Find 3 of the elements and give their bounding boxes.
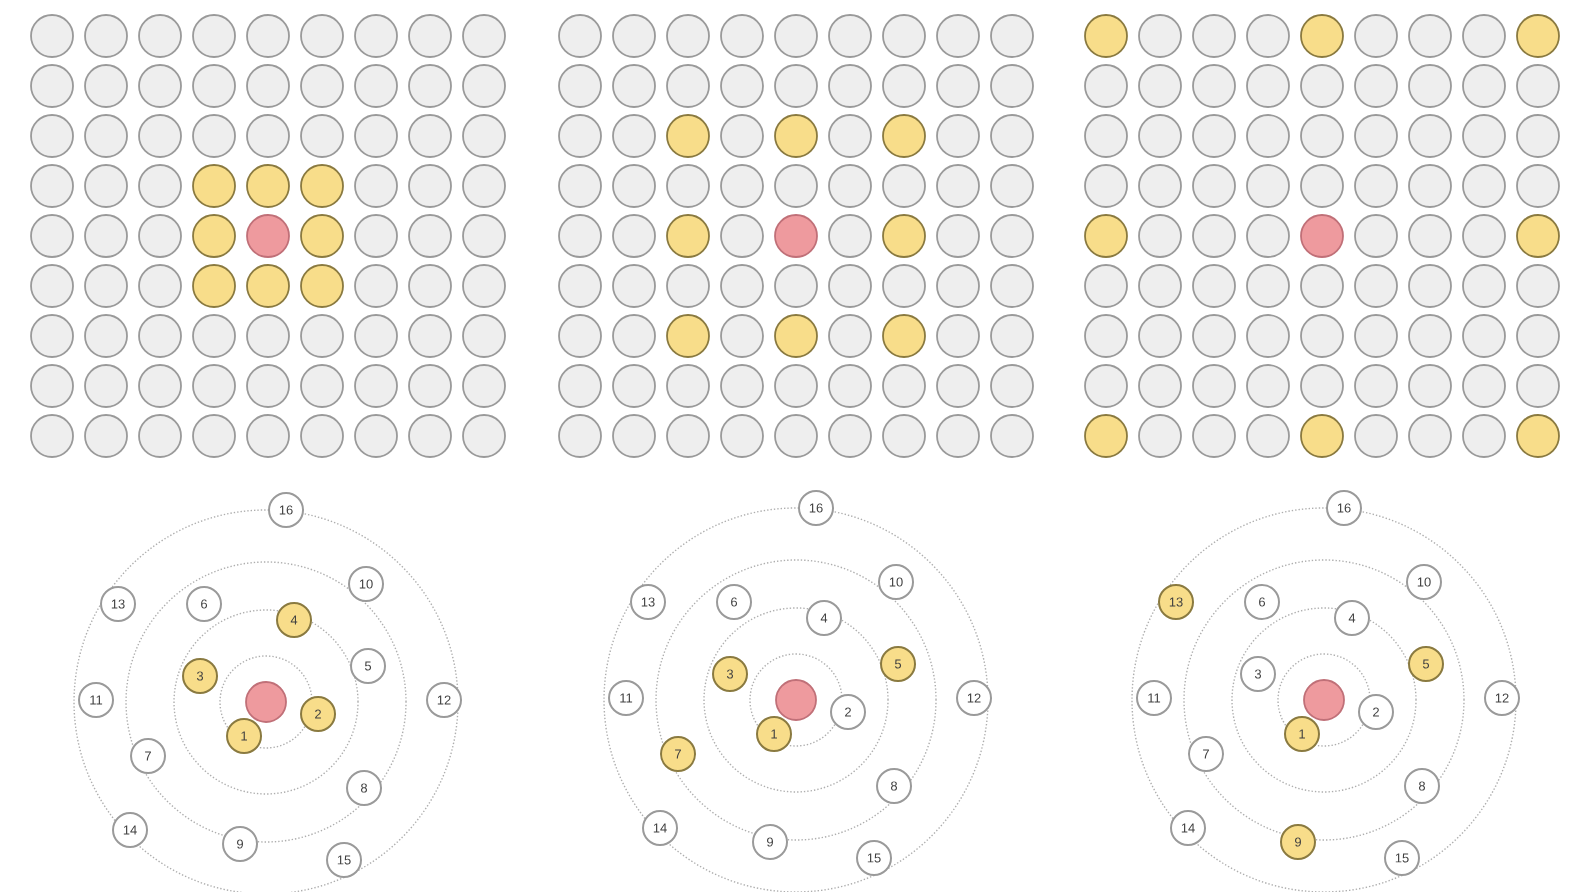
center-circle bbox=[1303, 679, 1345, 721]
center-circle bbox=[245, 681, 287, 723]
center-circle bbox=[775, 679, 817, 721]
